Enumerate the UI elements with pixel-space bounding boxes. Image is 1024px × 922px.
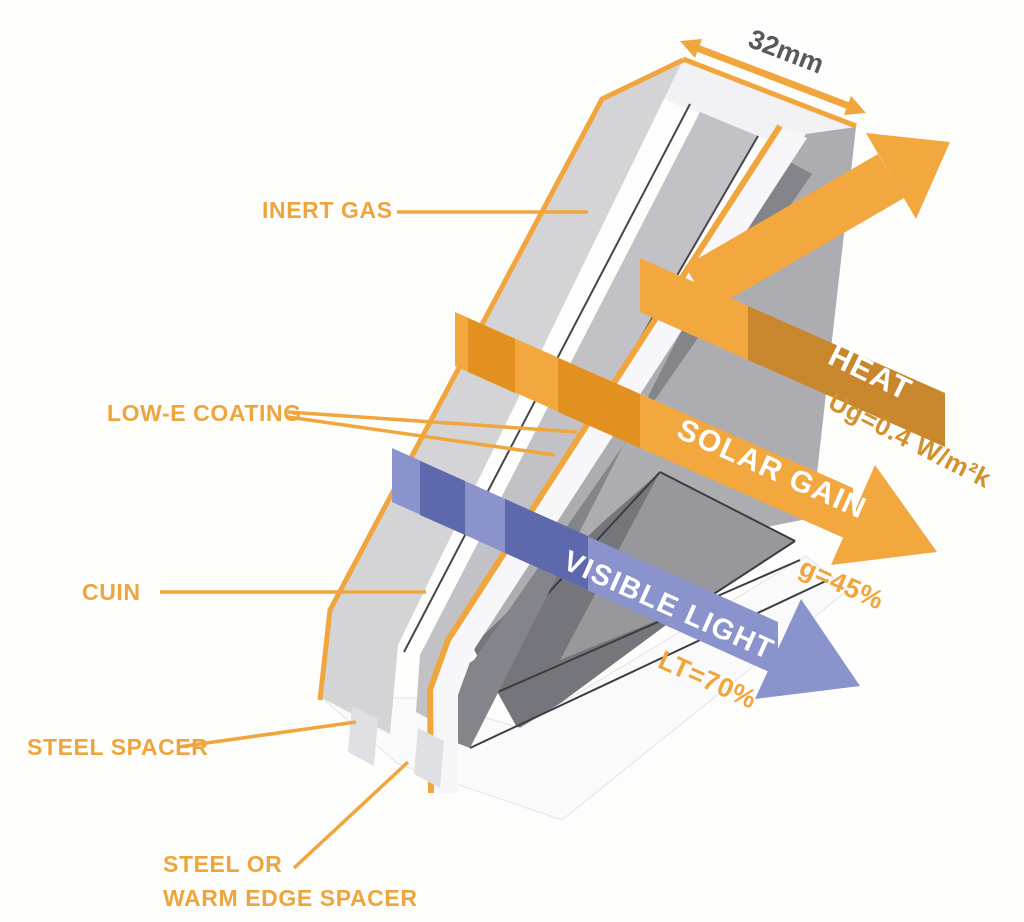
steel-or-warm-edge-label-line2: WARM EDGE SPACER <box>163 885 418 911</box>
warm-edge-spacer-leader <box>292 760 410 870</box>
solar-band-glass-segment <box>558 358 640 448</box>
dimension-line <box>695 44 851 110</box>
heat-incoming-dark <box>748 306 945 447</box>
spacer-front <box>414 728 444 788</box>
glazing-unit <box>317 56 858 821</box>
top-face <box>645 58 858 160</box>
cuin-label: CUIN <box>82 579 141 605</box>
low-e-leader-lower <box>287 415 556 457</box>
visible-arrowhead <box>755 599 860 699</box>
bottom-edge-line <box>451 559 801 713</box>
dimension-arrowhead-right <box>844 96 866 115</box>
steel-spacer-label: STEEL SPACER <box>27 734 208 760</box>
solar-band <box>455 312 853 542</box>
low-e-coating-label: LOW-E COATING <box>107 400 302 426</box>
steel-or-warm-edge-label-line1: STEEL OR <box>163 851 282 877</box>
pane-outer-face <box>322 60 683 734</box>
low-e-leader-upper <box>287 410 578 434</box>
steel-spacer-leader <box>177 720 357 749</box>
bottom-edge-line <box>469 579 829 749</box>
solar-band-glass-segment <box>468 318 515 393</box>
heat-incoming-light <box>640 258 755 363</box>
leader-lines <box>160 210 588 870</box>
visible-band-glass-segment <box>420 461 465 535</box>
cavity-floor <box>560 472 795 660</box>
visible-band-glass-segment <box>505 499 588 590</box>
dimension-arrowhead-left <box>680 39 702 58</box>
inert-gas-label: INERT GAS <box>262 197 393 223</box>
cavity-edge <box>699 540 796 604</box>
heat-arrowhead <box>866 133 950 219</box>
solar-arrowhead <box>831 465 937 565</box>
cavity-edge <box>659 471 796 542</box>
top-edge-highlight <box>682 56 857 129</box>
glass-edge-stripe <box>430 126 807 793</box>
heat-reflected-shaft <box>685 154 904 310</box>
